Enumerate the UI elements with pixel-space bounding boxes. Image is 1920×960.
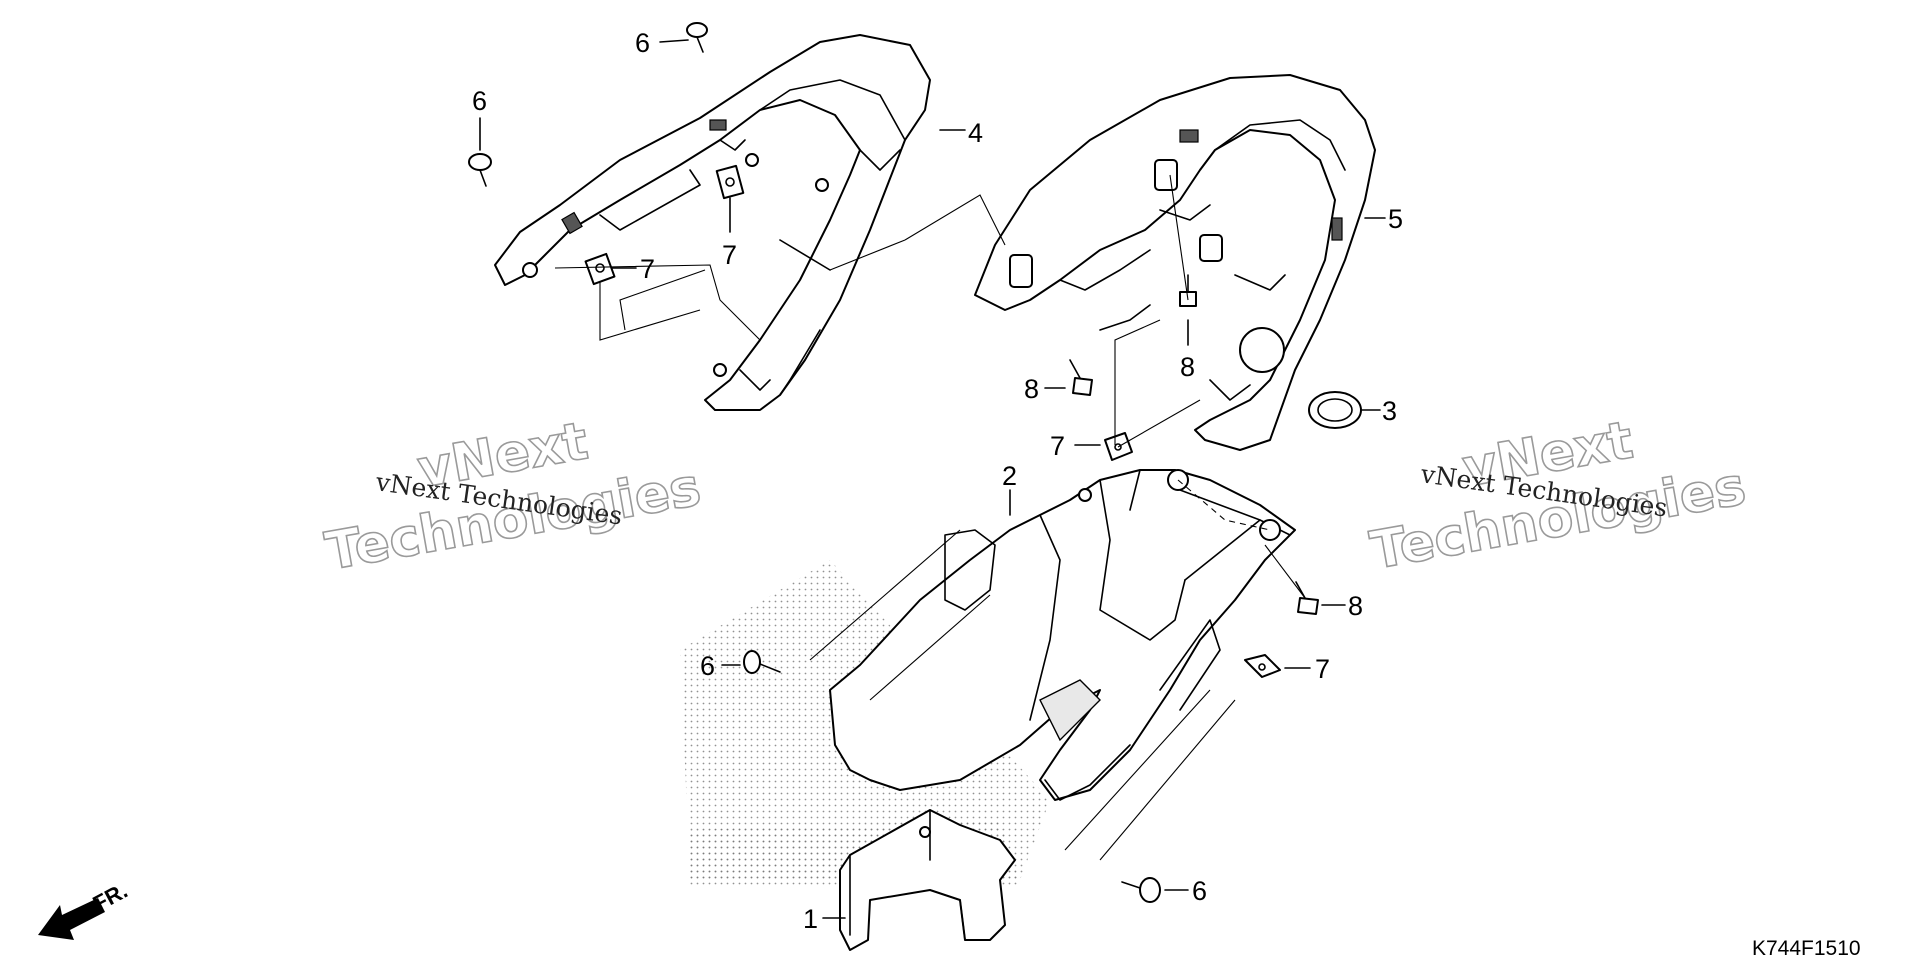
front-arrow-icon <box>38 898 105 940</box>
screw-6d <box>1121 877 1161 903</box>
callout-7: 7 <box>722 240 737 270</box>
callout-6: 6 <box>1192 876 1207 906</box>
leader-lines <box>479 39 1386 919</box>
clip-7d <box>1244 654 1281 678</box>
screw-6b <box>468 153 492 187</box>
callout-6: 6 <box>472 86 487 116</box>
callout-6: 6 <box>635 28 650 58</box>
fasteners <box>468 22 1319 903</box>
part-4-rear-cowl <box>494 34 931 411</box>
part-1-flap <box>839 809 1016 951</box>
diagram-code: K744F1510 <box>1752 937 1861 960</box>
callout-8: 8 <box>1024 374 1039 404</box>
callout-2: 2 <box>1002 461 1017 491</box>
front-indicator: FR. <box>38 878 132 940</box>
part-2-inner-cover <box>829 469 1296 801</box>
clip-7b <box>715 164 745 200</box>
callout-6: 6 <box>700 651 715 681</box>
clip-7a <box>584 252 616 286</box>
callout-8: 8 <box>1180 352 1195 382</box>
callout-1: 1 <box>803 904 818 934</box>
callout-7: 7 <box>640 254 655 284</box>
bolt-8c <box>1295 581 1319 615</box>
screw-6a <box>686 22 708 53</box>
clip-7c <box>1104 432 1133 461</box>
callout-3: 3 <box>1382 396 1397 426</box>
part-3-grommet <box>1308 391 1362 429</box>
screw-6c <box>743 650 781 674</box>
callout-4: 4 <box>968 118 983 148</box>
callout-7: 7 <box>1050 431 1065 461</box>
callout-5: 5 <box>1388 204 1403 234</box>
guide-lines <box>554 174 1306 861</box>
part-5-seat-cowl <box>974 74 1376 451</box>
bolt-8a <box>1069 359 1093 396</box>
bolt-8b <box>1179 274 1197 307</box>
callout-8: 8 <box>1348 591 1363 621</box>
callout-7: 7 <box>1315 654 1330 684</box>
callout-labels: 6 6 4 5 3 7 7 7 7 8 8 8 2 6 6 1 <box>472 28 1403 934</box>
